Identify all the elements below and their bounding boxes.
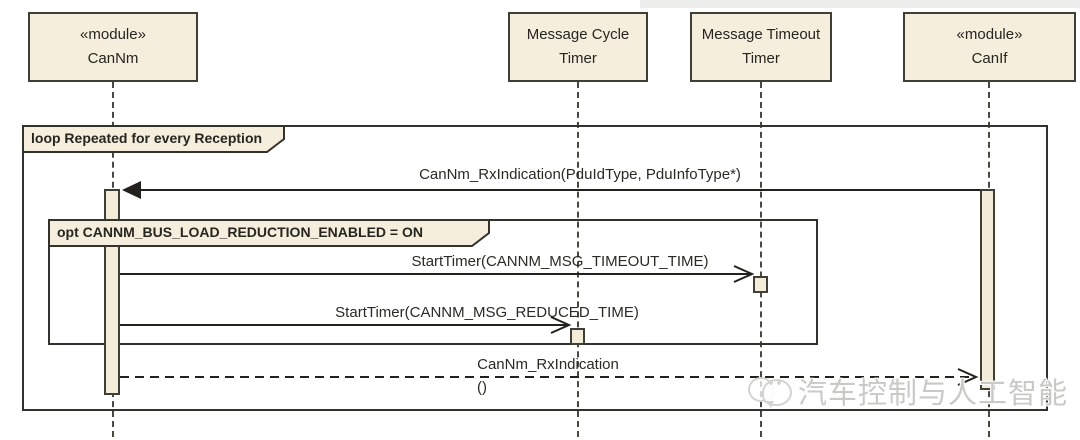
lifeline-name: CanIf: [971, 50, 1008, 67]
lifeline-name: CanNm: [87, 50, 139, 67]
loop-fragment-pentagon: [22, 125, 285, 153]
opt-fragment-pentagon: [48, 219, 490, 247]
watermark-text: 汽车控制与人工智能: [798, 378, 1069, 410]
message-label-rxindication-return: CanNm_RxIndication: [477, 356, 619, 373]
lifeline-head-message-timeout-timer: Message Timeout Timer: [690, 12, 832, 82]
message-label-starttimer-reduced: StartTimer(CANNM_MSG_REDUCED_TIME): [335, 304, 639, 321]
opt-fragment-label: opt CANNM_BUS_LOAD_REDUCTION_ENABLED = O…: [57, 224, 423, 240]
loop-fragment-frame: [22, 125, 1048, 411]
activation-message-cycle-timer: [570, 328, 585, 345]
lifeline-head-canif: «module» CanIf: [903, 12, 1076, 82]
lifeline-head-cannm: «module» CanNm: [28, 12, 198, 82]
watermark-logo-icon: [746, 371, 798, 411]
stereotype-label: «module»: [80, 26, 146, 43]
activation-message-timeout-timer: [753, 276, 768, 293]
loop-fragment-label: loop Repeated for every Reception: [31, 130, 263, 146]
top-artifact-band: [640, 0, 1080, 8]
message-label-starttimer-timeout: StartTimer(CANNM_MSG_TIMEOUT_TIME): [411, 253, 709, 270]
message-label-rxindication-call: CanNm_RxIndication(PduIdType, PduInfoTyp…: [419, 166, 741, 183]
lifeline-name: Message Timeout Timer: [701, 26, 821, 67]
watermark: 汽车控制与人工智能: [746, 371, 1068, 411]
lifeline-message-cycle-timer: [577, 82, 579, 437]
message-label-rxindication-return-line2: (): [477, 379, 487, 396]
lifeline-message-timeout-timer: [760, 82, 762, 437]
stereotype-label: «module»: [956, 26, 1023, 43]
activation-canif: [980, 189, 995, 390]
lifeline-name: Message Cycle Timer: [526, 26, 630, 67]
lifeline-head-message-cycle-timer: Message Cycle Timer: [508, 12, 648, 82]
